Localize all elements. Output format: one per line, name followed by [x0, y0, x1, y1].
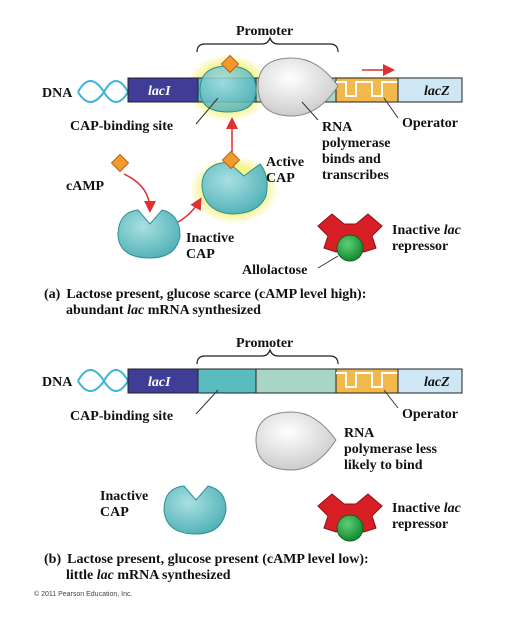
promoter-bracket-b [196, 348, 339, 365]
dna-label-b: DNA [42, 375, 73, 390]
repressor-label-b-2: repressor [392, 517, 448, 532]
inactive-cap-label-b-1: Inactive [100, 489, 148, 504]
promoter-label-a: Promoter [236, 24, 293, 39]
operator-leader-b [383, 389, 399, 409]
operator-leader-a [383, 97, 399, 119]
repressor-label-b-1: Inactive lac [392, 501, 462, 516]
inactive-cap-a [117, 209, 181, 259]
cap-site-label-b: CAP-binding site [70, 409, 173, 424]
dna-helix-a [77, 80, 129, 103]
promoter-label-b: Promoter [236, 336, 293, 351]
inactive-cap-b [163, 485, 227, 535]
laci-label-b: lacI [148, 375, 171, 390]
allolactose-label-a: Allolactose [242, 263, 307, 278]
operator-notches-b [336, 372, 398, 388]
camp-bound-a [220, 54, 240, 74]
cap-binding-site-b [197, 368, 257, 394]
camp-on-active-cap-a [221, 150, 241, 170]
active-cap-label-a-2: CAP [266, 171, 295, 186]
laci-gene-b [127, 368, 199, 394]
cap-site-leader-b [195, 389, 219, 415]
camp-label-a: cAMP [66, 179, 105, 194]
panel-b: Promoter DNA lacI lacZ CAP-binding site … [42, 336, 463, 583]
lacz-gene-a [397, 77, 463, 103]
dna-helix-b [77, 369, 129, 392]
repressor-label-a-2: repressor [392, 239, 448, 254]
rnap-label-b-2: polymerase less [344, 442, 437, 457]
lacz-label-a: lacZ [424, 84, 450, 99]
rnap-label-a-1: RNA [322, 120, 353, 135]
rnap-label-b-3: likely to bind [344, 458, 423, 473]
allolactose-a [336, 234, 364, 262]
operator-label-b: Operator [402, 407, 458, 422]
panel-a: Promoter DNA lacI lacZ CAP-binding site [42, 24, 463, 318]
laci-label-a: lacI [148, 84, 171, 99]
camp-free-a [110, 153, 130, 173]
caption-b-2: little lac mRNA synthesized [66, 568, 231, 583]
rna-polymerase-bound-a [257, 57, 339, 117]
operator-label-a: Operator [402, 116, 458, 131]
allolactose-leader-a [317, 255, 339, 269]
active-cap-label-a-1: Active [266, 155, 304, 170]
active-cap-on-dna-a [199, 65, 257, 113]
rnap-label-a-4: transcribes [322, 168, 389, 183]
rnap-leader-a [301, 101, 319, 121]
rna-polymerase-free-b [255, 411, 337, 471]
operator-notches-a [336, 81, 398, 97]
lacz-gene-b [397, 368, 463, 394]
rnap-label-a-2: polymerase [322, 136, 390, 151]
cap-site-label-a: CAP-binding site [70, 119, 173, 134]
inactive-cap-label-a-1: Inactive [186, 231, 234, 246]
repressor-label-a-1: Inactive lac [392, 223, 462, 238]
lacz-label-b: lacZ [424, 375, 450, 390]
camp-arrow-a [123, 173, 156, 213]
copyright: © 2011 Pearson Education, Inc. [34, 590, 132, 598]
promoter-bracket-a [196, 36, 339, 53]
inactive-cap-label-b-2: CAP [100, 505, 129, 520]
promoter-region-b [255, 368, 337, 394]
caption-a-1: (a)Lactose present, glucose scarce (cAMP… [44, 287, 366, 302]
allolactose-b [336, 514, 364, 542]
rnap-label-b-1: RNA [344, 426, 375, 441]
caption-a-2: abundant lac mRNA synthesized [66, 303, 261, 318]
cap-site-leader-a [195, 97, 219, 125]
active-cap-a [201, 161, 268, 215]
cap-activation-arrow-a [177, 197, 202, 223]
caption-b-1: (b)Lactose present, glucose present (cAM… [44, 552, 369, 567]
dna-label-a: DNA [42, 86, 73, 101]
inactive-cap-label-a-2: CAP [186, 247, 215, 262]
rnap-label-a-3: binds and [322, 152, 381, 167]
